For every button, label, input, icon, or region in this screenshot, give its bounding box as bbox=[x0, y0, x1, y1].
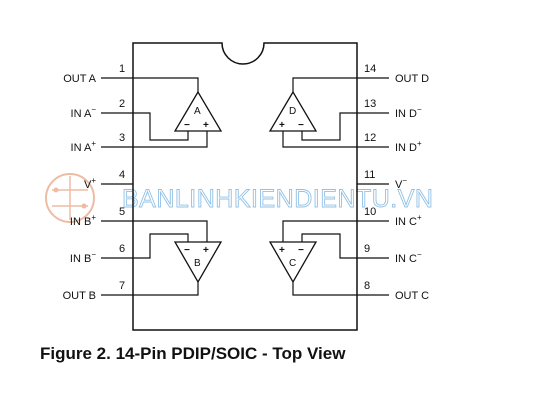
right-pin-labels: OUT D IN D− IN D+ V− IN C+ IN C− OUT C bbox=[395, 73, 429, 302]
watermark-logo bbox=[45, 173, 95, 223]
left-pin-numbers: 1 2 3 4 5 6 7 bbox=[119, 63, 125, 292]
pin-number-4: 4 bbox=[119, 169, 125, 181]
pin-number-7: 7 bbox=[119, 280, 125, 292]
op-amp-c-minus: − bbox=[298, 245, 304, 256]
op-amp-b-plus: + bbox=[203, 245, 209, 256]
pin-number-12: 12 bbox=[364, 132, 376, 144]
pin-number-5: 5 bbox=[119, 206, 125, 218]
right-pin-leads bbox=[357, 77, 389, 296]
op-amp-c: C + − bbox=[268, 241, 318, 284]
pin-number-8: 8 bbox=[364, 280, 370, 292]
pin-label-5: IN B+ bbox=[70, 213, 96, 228]
op-amp-c-plus: + bbox=[279, 245, 285, 256]
pin-number-1: 1 bbox=[119, 63, 125, 75]
pin-label-13: IN D− bbox=[395, 105, 422, 120]
op-amp-b-minus: − bbox=[184, 245, 190, 256]
op-amp-d-plus: + bbox=[279, 120, 285, 131]
pin-label-7: OUT B bbox=[63, 290, 96, 302]
op-amp-b-label: B bbox=[194, 258, 201, 269]
pin-number-2: 2 bbox=[119, 98, 125, 110]
pin-label-14: OUT D bbox=[395, 73, 429, 85]
ic-package bbox=[132, 42, 358, 331]
left-pin-leads bbox=[101, 77, 133, 296]
pin-label-3: IN A+ bbox=[71, 139, 97, 154]
pin-number-13: 13 bbox=[364, 98, 376, 110]
pin-label-12: IN D+ bbox=[395, 139, 422, 154]
op-amp-a-plus: + bbox=[203, 120, 209, 131]
pin-number-10: 10 bbox=[364, 206, 376, 218]
left-pin-labels: OUT A IN A− IN A+ V+ IN B+ IN B− OUT B bbox=[63, 73, 97, 302]
watermark-text: BANLINHKIENDIENTU.VN bbox=[122, 185, 433, 213]
pin-label-11: V− bbox=[395, 176, 407, 191]
pin-label-1: OUT A bbox=[63, 73, 96, 85]
op-amp-c-label: C bbox=[289, 258, 296, 269]
pin-label-9: IN C− bbox=[395, 250, 422, 265]
pin-number-6: 6 bbox=[119, 243, 125, 255]
pin-label-6: IN B− bbox=[70, 250, 96, 265]
pin-number-11: 11 bbox=[364, 169, 375, 181]
right-pin-numbers: 14 13 12 11 10 9 8 bbox=[364, 63, 376, 292]
op-amp-a-minus: − bbox=[184, 120, 190, 131]
op-amp-d-minus: − bbox=[298, 120, 304, 131]
op-amp-d-label: D bbox=[289, 106, 296, 117]
pin-label-8: OUT C bbox=[395, 290, 429, 302]
internal-wiring bbox=[133, 77, 357, 296]
op-amp-d: D + − bbox=[268, 90, 318, 132]
pin-number-3: 3 bbox=[119, 132, 125, 144]
op-amp-a: A − + bbox=[173, 90, 223, 132]
pin-number-9: 9 bbox=[364, 243, 370, 255]
pin-label-4: V+ bbox=[84, 176, 96, 191]
pin-label-10: IN C+ bbox=[395, 213, 422, 228]
pin-label-2: IN A− bbox=[71, 105, 97, 120]
op-amp-a-label: A bbox=[194, 106, 201, 117]
op-amp-b: B − + bbox=[173, 241, 223, 284]
figure-caption: Figure 2. 14-Pin PDIP/SOIC - Top View bbox=[40, 344, 346, 363]
pin-number-14: 14 bbox=[364, 63, 376, 75]
